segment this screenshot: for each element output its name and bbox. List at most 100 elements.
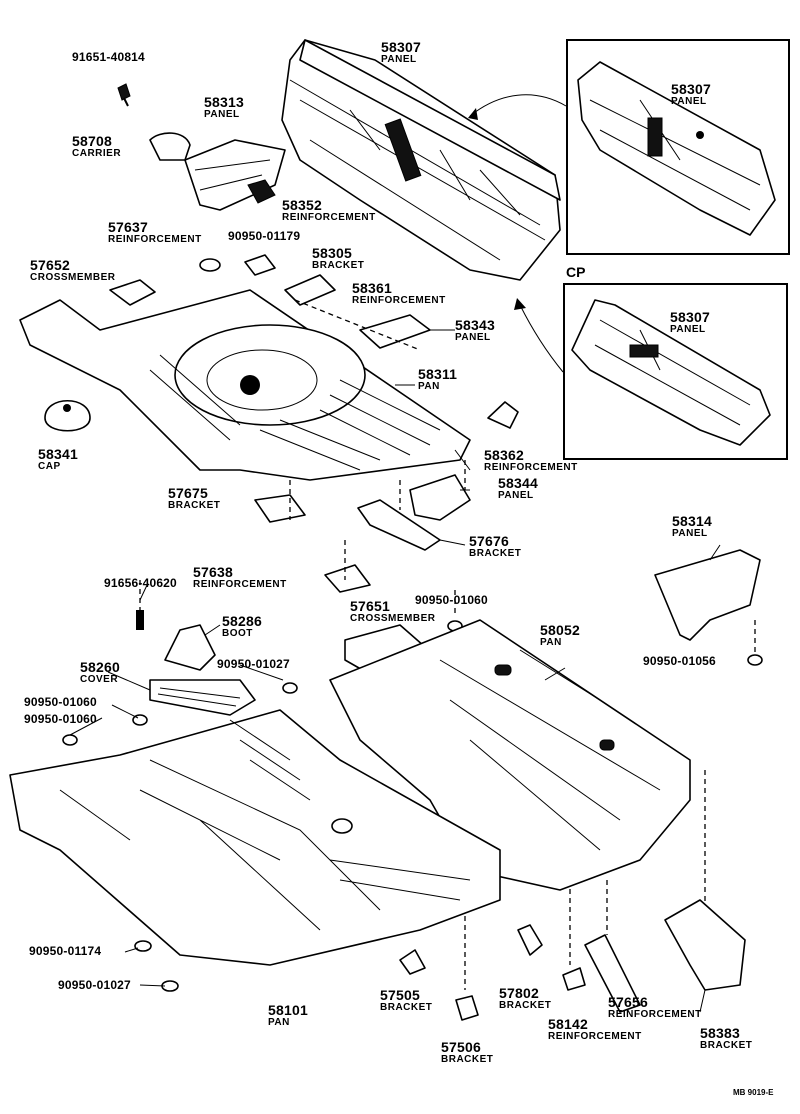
callout-90950-01027-a: 90950-01027 — [217, 658, 290, 670]
part-name: PAN — [268, 1017, 290, 1028]
part-number: 57506 — [441, 1039, 481, 1055]
part-name: BRACKET — [168, 500, 221, 511]
part-number: 58343 — [455, 317, 495, 333]
part-name: CROSSMEMBER — [350, 613, 436, 624]
part-name: REINFORCEMENT — [484, 462, 578, 473]
part-number: 58260 — [80, 659, 120, 675]
part-name: PANEL — [455, 332, 491, 343]
callout-90950-01027-b: 90950-01027 — [58, 979, 131, 991]
part-number: 58142 — [548, 1016, 588, 1032]
part-name: PANEL — [670, 324, 706, 335]
drawing-code: MB 9019-E — [733, 1088, 774, 1097]
part-number: 58052 — [540, 622, 580, 638]
part-number: 91656-40620 — [104, 576, 177, 590]
part-number: 58352 — [282, 197, 322, 213]
part-number: 58313 — [204, 94, 244, 110]
part-name: BRACKET — [441, 1054, 494, 1065]
callout-90950-01060-a: 90950-01060 — [415, 594, 488, 606]
part-number: 90950-01056 — [643, 654, 716, 668]
part-name: PANEL — [672, 528, 708, 539]
arrow-to-top-inset — [469, 94, 567, 117]
boot-cover-group — [62, 610, 763, 746]
arrow-head-cp — [514, 298, 526, 310]
arrow-to-cp-inset — [519, 304, 564, 373]
part-number: 57638 — [193, 564, 233, 580]
part-number: 90950-01174 — [29, 944, 102, 958]
part-number: 90950-01060 — [415, 593, 488, 607]
rear-panel-58307 — [281, 39, 561, 281]
part-name: PANEL — [204, 109, 240, 120]
part-number: 58708 — [72, 133, 112, 149]
part-name: PANEL — [671, 96, 707, 107]
part-number: 90950-01179 — [228, 229, 301, 243]
part-name: BRACKET — [380, 1002, 433, 1013]
part-name: REINFORCEMENT — [608, 1009, 702, 1020]
part-number: 57656 — [608, 994, 648, 1010]
part-name: BOOT — [222, 628, 253, 639]
part-number: 58314 — [672, 513, 712, 529]
part-number: 91651-40814 — [72, 50, 145, 64]
part-name: CROSSMEMBER — [30, 272, 116, 283]
brackets-mid — [254, 401, 761, 641]
part-number: 58311 — [418, 366, 458, 382]
part-number: 58361 — [352, 280, 392, 296]
part-number: 57802 — [499, 985, 539, 1001]
part-number: 57652 — [30, 257, 70, 273]
part-number: 90950-01027 — [217, 657, 290, 671]
part-number: 58362 — [484, 447, 524, 463]
trunk-pan-58311 — [19, 289, 471, 481]
part-number: 90950-01027 — [58, 978, 131, 992]
part-name: COVER — [80, 674, 119, 685]
inset-frame-cp — [563, 283, 788, 460]
floor-pan-58052 — [329, 619, 691, 891]
part-name: PANEL — [381, 54, 417, 65]
part-number: 58341 — [38, 446, 78, 462]
small-brackets-upper — [44, 254, 431, 432]
part-number: 58344 — [498, 475, 538, 491]
callout-90950-01179: 90950-01179 — [228, 230, 300, 242]
part-name: PANEL — [498, 490, 534, 501]
part-number: 90950-01060 — [24, 712, 97, 726]
part-name: CAP — [38, 461, 61, 472]
part-number: 58305 — [312, 245, 352, 261]
part-name: REINFORCEMENT — [282, 212, 376, 223]
callout-91651-40814: 91651-40814 — [72, 51, 145, 63]
part-name: BRACKET — [312, 260, 365, 271]
bottom-brackets — [399, 899, 746, 1021]
part-name: REINFORCEMENT — [193, 579, 287, 590]
part-name: BRACKET — [469, 548, 522, 559]
part-name: CARRIER — [72, 148, 122, 159]
callout-90950-01174: 90950-01174 — [29, 945, 101, 957]
part-number: 58286 — [222, 613, 262, 629]
part-number: 57676 — [469, 533, 509, 549]
part-number: 58307 — [381, 39, 421, 55]
floor-pan-58101 — [9, 709, 501, 992]
part-number: 57505 — [380, 987, 420, 1003]
inset-top-panel — [577, 61, 776, 236]
part-number: 57637 — [108, 219, 148, 235]
arrow-head-top — [468, 108, 478, 120]
